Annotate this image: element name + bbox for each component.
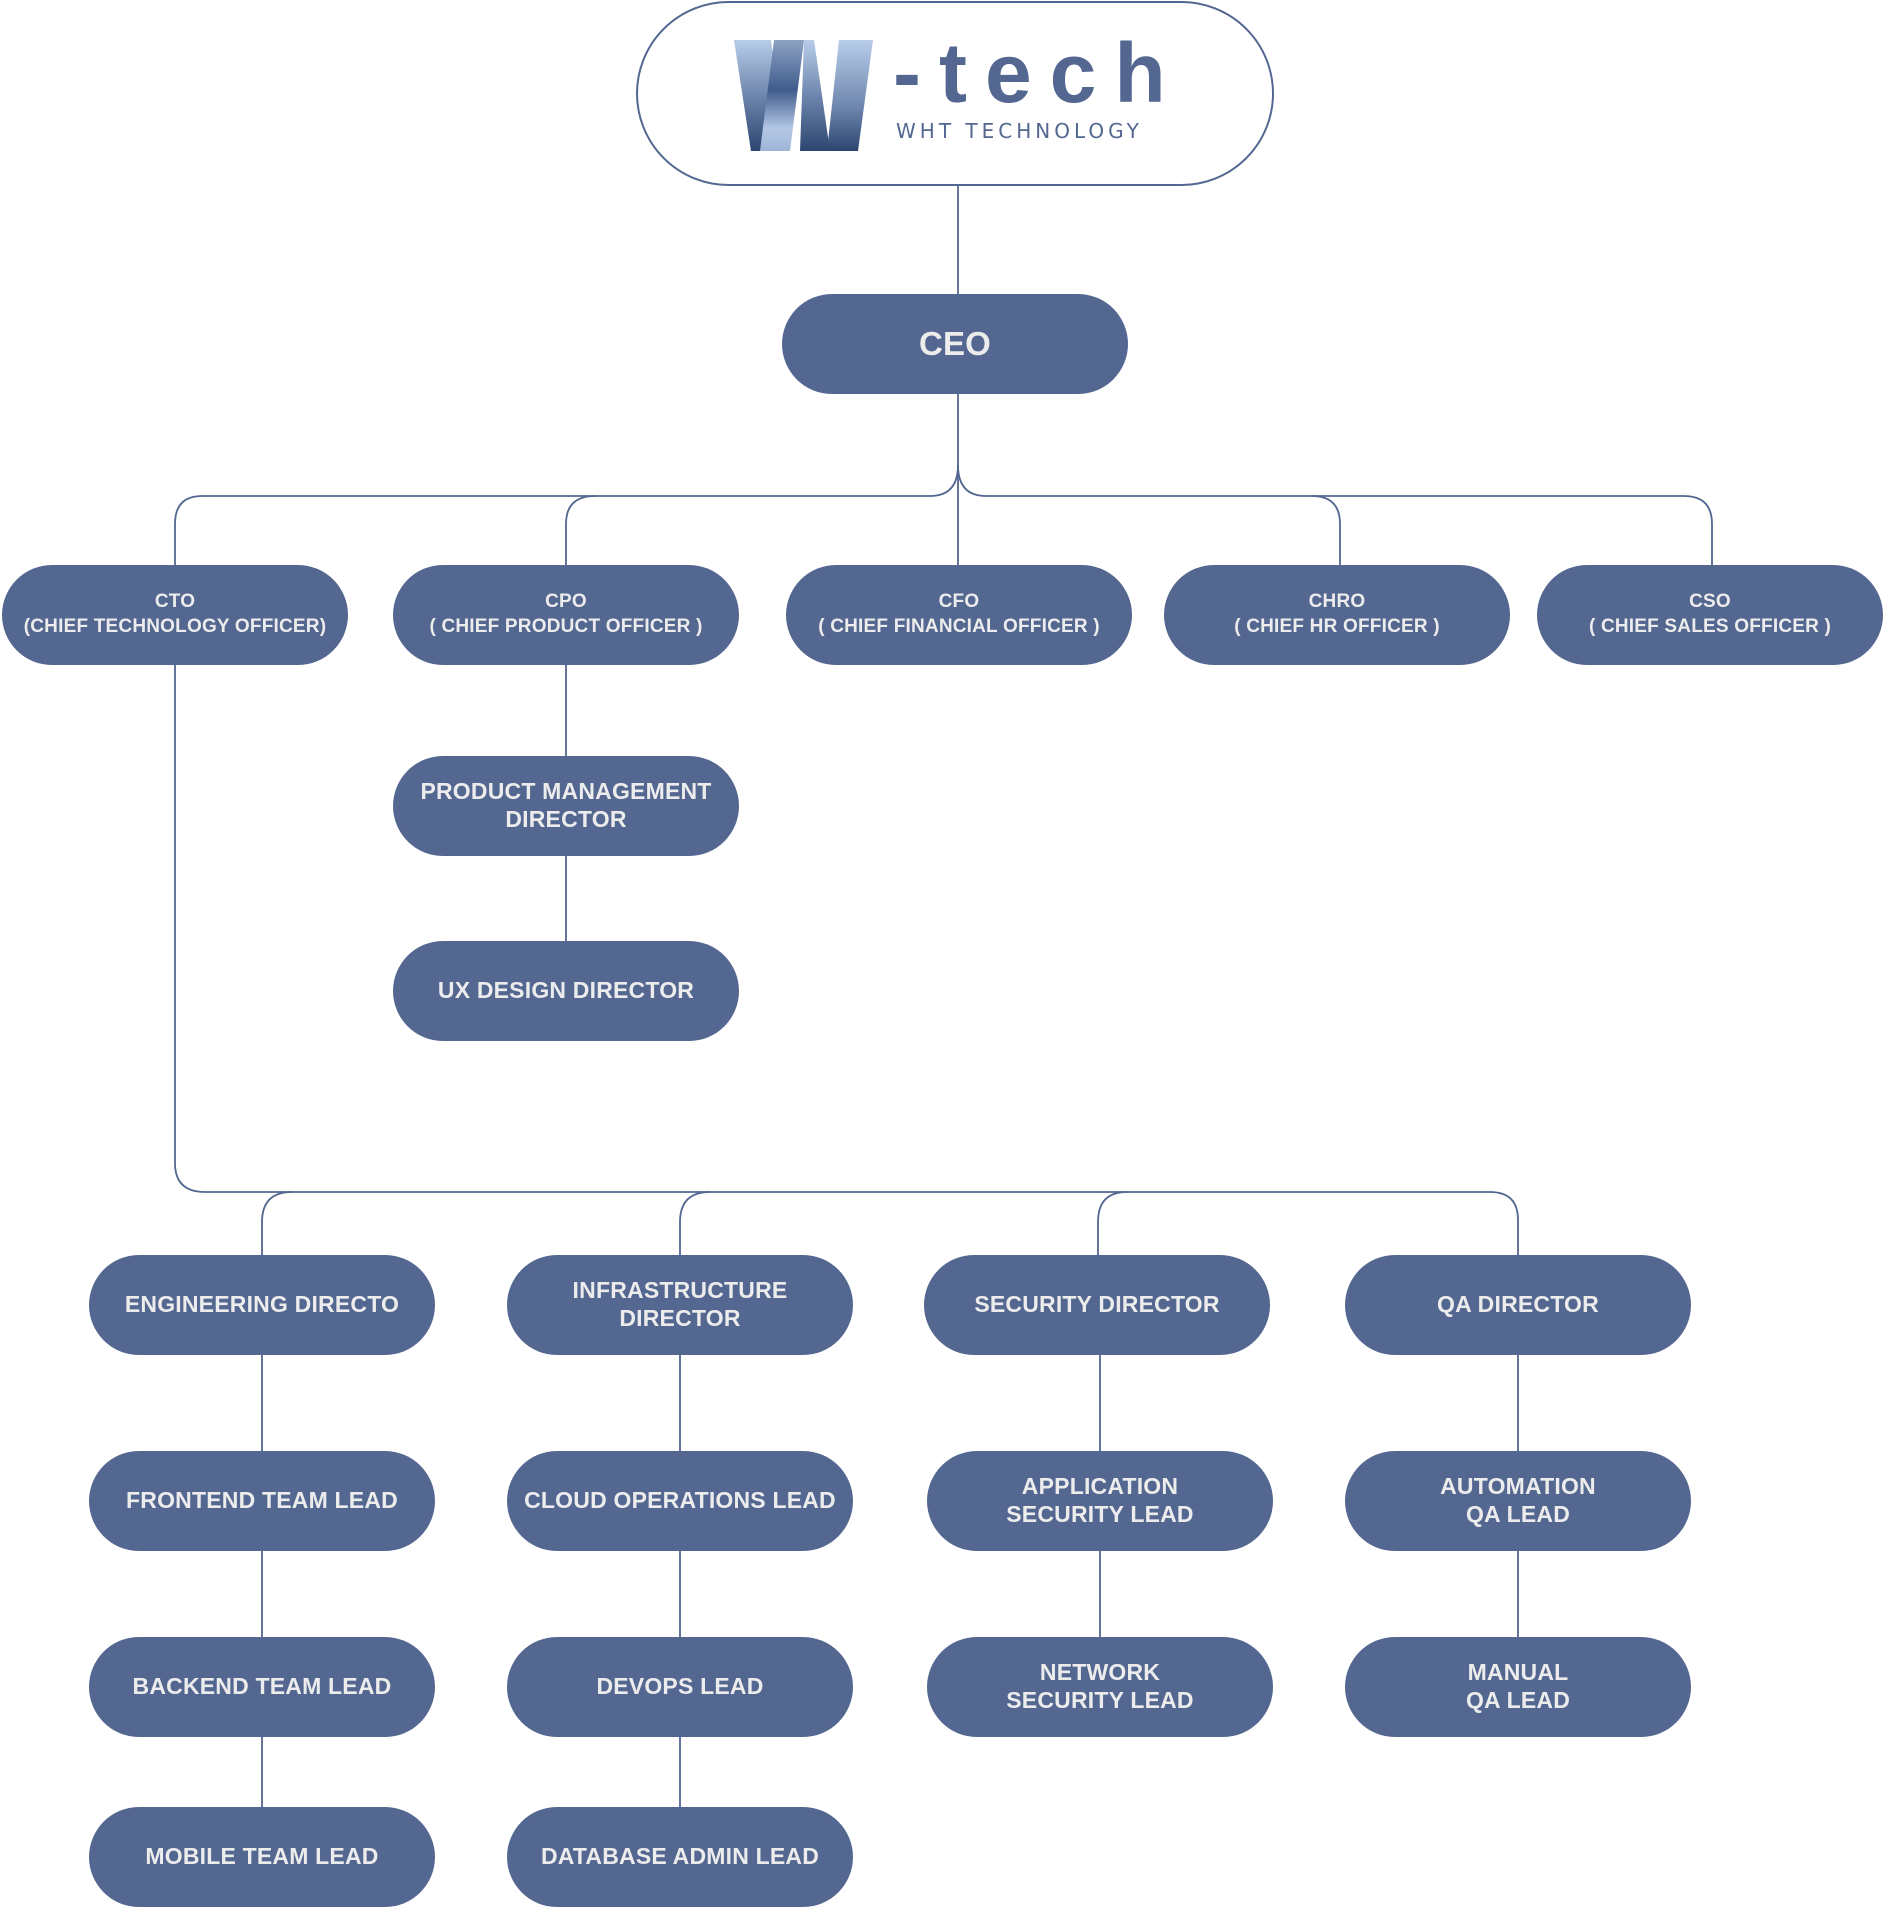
node-subtitle: ( CHIEF FINANCIAL OFFICER ) bbox=[818, 616, 1100, 637]
connector-ceo-branch-left bbox=[174, 464, 959, 565]
node-label-line1: BACKEND TEAM LEAD bbox=[132, 1673, 392, 1700]
node-label-line2: SECURITY LEAD bbox=[1006, 1687, 1194, 1713]
node-product-management-director[interactable]: PRODUCT MANAGEMENT DIRECTOR bbox=[393, 756, 739, 856]
node-cso[interactable]: CSO ( CHIEF SALES OFFICER ) bbox=[1537, 565, 1883, 665]
node-subtitle: ( CHIEF HR OFFICER ) bbox=[1234, 616, 1440, 637]
w-ribbon-logo-icon bbox=[734, 40, 873, 151]
node-cto[interactable]: CTO (CHIEF TECHNOLOGY OFFICER) bbox=[2, 565, 348, 665]
connector-ceo-branch-cso bbox=[1312, 495, 1713, 565]
node-cpo[interactable]: CPO ( CHIEF PRODUCT OFFICER ) bbox=[393, 565, 739, 665]
node-subtitle: ( CHIEF PRODUCT OFFICER ) bbox=[429, 616, 703, 637]
node-label-line1: AUTOMATION bbox=[1440, 1473, 1596, 1500]
node-engineering-director[interactable]: ENGINEERING DIRECTO bbox=[89, 1255, 435, 1355]
logo-tagline: WHT TECHNOLOGY bbox=[896, 119, 1143, 143]
node-mobile-team-lead[interactable]: MOBILE TEAM LEAD bbox=[89, 1807, 435, 1907]
node-qa-director[interactable]: QA DIRECTOR bbox=[1345, 1255, 1691, 1355]
node-backend-team-lead[interactable]: BACKEND TEAM LEAD bbox=[89, 1637, 435, 1737]
node-title: CHRO bbox=[1308, 591, 1366, 613]
node-title: CFO bbox=[938, 591, 980, 613]
node-label-line1: CLOUD OPERATIONS LEAD bbox=[524, 1487, 836, 1514]
node-frontend-team-lead[interactable]: FRONTEND TEAM LEAD bbox=[89, 1451, 435, 1551]
connector-ceo-branch-cpo bbox=[565, 495, 596, 565]
node-subtitle: ( CHIEF SALES OFFICER ) bbox=[1588, 616, 1832, 637]
node-label-line1: PRODUCT MANAGEMENT bbox=[420, 778, 712, 805]
node-cfo[interactable]: CFO ( CHIEF FINANCIAL OFFICER ) bbox=[786, 565, 1132, 665]
node-label-line1: MANUAL bbox=[1467, 1659, 1569, 1686]
node-security-director[interactable]: SECURITY DIRECTOR bbox=[924, 1255, 1270, 1355]
logo-wordmark: -tech bbox=[893, 26, 1184, 120]
node-label-line2: DIRECTOR bbox=[505, 806, 627, 832]
node-label-line2: QA LEAD bbox=[1465, 1501, 1571, 1527]
node-devops-lead[interactable]: DEVOPS LEAD bbox=[507, 1637, 853, 1737]
connector-ceo-branch-right bbox=[957, 464, 1341, 565]
node-label-line1: INFRASTRUCTURE bbox=[572, 1277, 788, 1304]
connector-bus-sec bbox=[1097, 1191, 1128, 1255]
node-label-line1: DATABASE ADMIN LEAD bbox=[540, 1843, 820, 1870]
node-infrastructure-director[interactable]: INFRASTRUCTURE DIRECTOR bbox=[507, 1255, 853, 1355]
node-subtitle: (CHIEF TECHNOLOGY OFFICER) bbox=[23, 616, 327, 637]
node-chro[interactable]: CHRO ( CHIEF HR OFFICER ) bbox=[1164, 565, 1510, 665]
connector-cto-bus bbox=[174, 665, 1519, 1255]
node-application-security-lead[interactable]: APPLICATION SECURITY LEAD bbox=[927, 1451, 1273, 1551]
node-label-line1: MOBILE TEAM LEAD bbox=[145, 1843, 379, 1870]
node-label-line2: SECURITY LEAD bbox=[1006, 1501, 1194, 1527]
node-label-line1: UX DESIGN DIRECTOR bbox=[437, 977, 695, 1004]
node-database-admin-lead[interactable]: DATABASE ADMIN LEAD bbox=[507, 1807, 853, 1907]
node-label-line2: DIRECTOR bbox=[619, 1305, 741, 1331]
node-label-line1: SECURITY DIRECTOR bbox=[974, 1291, 1220, 1318]
company-logo-badge: -tech WHT TECHNOLOGY bbox=[636, 1, 1274, 186]
node-label-line1: ENGINEERING DIRECTO bbox=[124, 1291, 400, 1318]
node-label-line1: QA DIRECTOR bbox=[1437, 1291, 1599, 1318]
node-title: CTO bbox=[154, 591, 196, 613]
node-title: CSO bbox=[1689, 591, 1731, 613]
connector-bus-infra bbox=[679, 1191, 711, 1255]
node-cloud-operations-lead[interactable]: CLOUD OPERATIONS LEAD bbox=[507, 1451, 853, 1551]
node-ux-design-director[interactable]: UX DESIGN DIRECTOR bbox=[393, 941, 739, 1041]
connector-bus-eng bbox=[261, 1191, 293, 1255]
node-network-security-lead[interactable]: NETWORK SECURITY LEAD bbox=[927, 1637, 1273, 1737]
node-ceo[interactable]: CEO bbox=[782, 294, 1128, 394]
node-title: CPO bbox=[545, 591, 587, 613]
node-label-line1: NETWORK bbox=[1039, 1659, 1161, 1686]
node-label-line1: DEVOPS LEAD bbox=[596, 1673, 764, 1700]
node-label-line1: APPLICATION bbox=[1021, 1473, 1179, 1500]
node-label: CEO bbox=[918, 325, 992, 363]
node-automation-qa-lead[interactable]: AUTOMATION QA LEAD bbox=[1345, 1451, 1691, 1551]
node-label-line1: FRONTEND TEAM LEAD bbox=[126, 1487, 398, 1514]
node-label-line2: QA LEAD bbox=[1465, 1687, 1571, 1713]
node-manual-qa-lead[interactable]: MANUAL QA LEAD bbox=[1345, 1637, 1691, 1737]
